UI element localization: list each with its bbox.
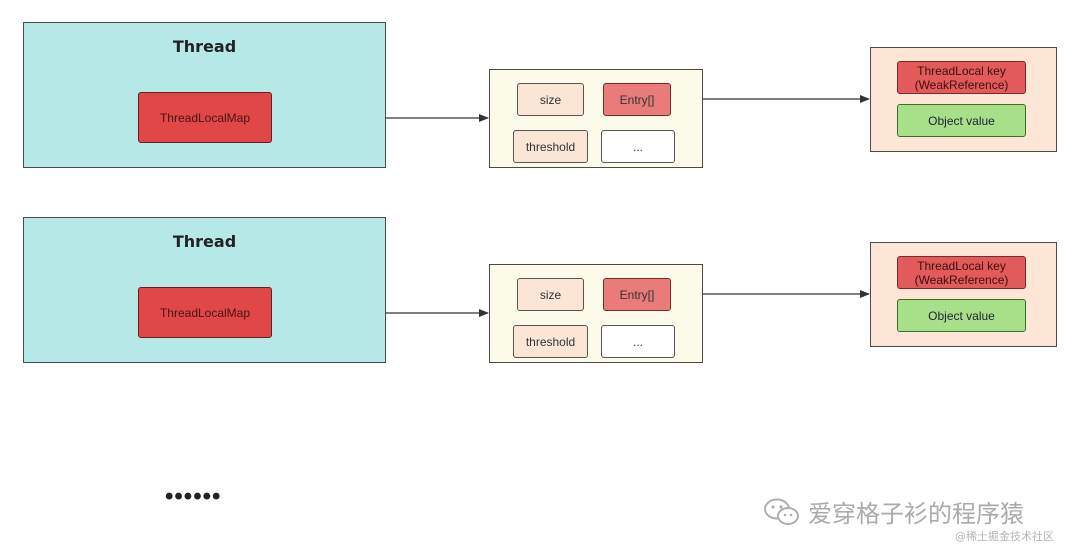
weak-reference-label: (WeakReference) xyxy=(914,272,1009,287)
watermark-community: @稀土掘金技术社区 xyxy=(955,530,1054,543)
size-field: size xyxy=(517,83,584,116)
thread-title: Thread xyxy=(172,37,237,56)
thread-box: Thread ThreadLocalMap xyxy=(23,22,386,168)
threshold-field: threshold xyxy=(513,325,588,358)
threadlocalmap-box: ThreadLocalMap xyxy=(138,287,272,338)
entry-array-field: Entry[] xyxy=(603,83,671,116)
size-field: size xyxy=(517,278,584,311)
watermark-author: 爱穿格子衫的程序猿 xyxy=(808,500,1024,528)
threadlocalmap-box: ThreadLocalMap xyxy=(138,92,272,143)
threadlocalmap-contents: size Entry[] threshold ... xyxy=(489,264,703,363)
object-value-field: Object value xyxy=(897,299,1026,332)
more-fields: ... xyxy=(601,130,675,163)
object-value-field: Object value xyxy=(897,104,1026,137)
threadlocalmap-contents: size Entry[] threshold ... xyxy=(489,69,703,168)
more-threads-ellipsis: •••••• xyxy=(165,483,222,510)
entry-box: ThreadLocal key (WeakReference) Object v… xyxy=(870,47,1057,152)
weak-reference-label: (WeakReference) xyxy=(914,77,1009,92)
entry-array-field: Entry[] xyxy=(603,278,671,311)
thread-title: Thread xyxy=(172,232,237,251)
thread-box: Thread ThreadLocalMap xyxy=(23,217,386,363)
more-fields: ... xyxy=(601,325,675,358)
key-label: ThreadLocal key xyxy=(917,63,1006,78)
entry-box: ThreadLocal key (WeakReference) Object v… xyxy=(870,242,1057,347)
threadlocal-key-field: ThreadLocal key (WeakReference) xyxy=(897,256,1026,289)
key-label: ThreadLocal key xyxy=(917,258,1006,273)
wechat-icon xyxy=(762,497,802,527)
watermark: 爱穿格子衫的程序猿 xyxy=(762,494,1024,529)
threshold-field: threshold xyxy=(513,130,588,163)
threadlocal-key-field: ThreadLocal key (WeakReference) xyxy=(897,61,1026,94)
